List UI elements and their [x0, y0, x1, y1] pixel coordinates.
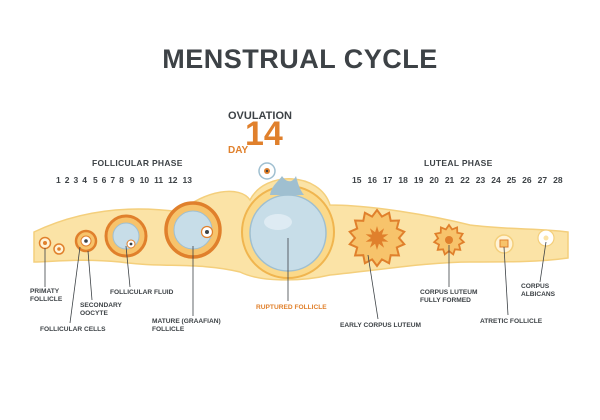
label-corpus-luteum-formed: CORPUS LUTEUM FULLY FORMED [420, 289, 478, 305]
day-number: 8 [119, 175, 124, 185]
day-number: 2 [64, 175, 70, 185]
ovulation-day-number: 14 [245, 115, 283, 153]
leader-line-corpus-albicans [539, 241, 547, 283]
label-ruptured-follicle: RUPTURED FOLLICLE [256, 304, 327, 311]
day-number: 15 [352, 175, 362, 185]
day-number: 19 [413, 175, 424, 185]
secondary-oocyte-icon [74, 229, 98, 253]
follicular-phase-label: FOLLICULAR PHASE [92, 158, 183, 168]
day-number: 1 [56, 175, 61, 185]
day-number: 7 [110, 175, 116, 185]
day-number: 13 [182, 175, 193, 185]
day-number: 11 [154, 175, 164, 185]
label-follicular-fluid: FOLLICULAR FLUID [110, 289, 174, 296]
label-secondary-oocyte: SECONDARY OOCYTE [80, 302, 122, 318]
day-number: 5 [92, 175, 98, 185]
leader-line-early-corpus-luteum [367, 254, 379, 320]
luteal-phase-label: LUTEAL PHASE [424, 158, 493, 168]
early-corpus-luteum-icon [348, 208, 406, 268]
primary-follicle-icon [38, 236, 65, 255]
day-number: 21 [444, 175, 455, 185]
mature-follicle-icon [164, 201, 222, 259]
label-mature-follicle: MATURE (GRAAFIAN) FOLLICLE [152, 318, 221, 334]
leader-line-atretic-follicle [503, 246, 509, 316]
day-number: 3 [73, 175, 79, 185]
label-follicular-cells: FOLLICULAR CELLS [40, 326, 106, 333]
label-early-corpus-luteum: EARLY CORPUS LUTEUM [340, 322, 421, 329]
day-number: 10 [139, 175, 150, 185]
day-number: 22 [460, 175, 470, 185]
label-primary-follicle: PRIMATY FOLLICLE [30, 288, 63, 304]
leader-line-follicular-fluid [125, 245, 131, 288]
day-number: 17 [382, 175, 393, 185]
leader-line-follicular-cells [69, 246, 81, 324]
label-atretic-follicle: ATRETIC FOLLICLE [480, 318, 543, 325]
label-corpus-albicans: CORPUS ALBICANS [521, 283, 556, 299]
day-number: 16 [367, 175, 377, 185]
day-number: 6 [101, 175, 107, 185]
day-number: 9 [129, 175, 135, 185]
ovulation-label: OVULATION [228, 110, 292, 122]
day-number: 24 [491, 175, 501, 185]
day-number: 28 [553, 175, 563, 185]
corpus-albicans-icon [537, 229, 555, 247]
luteal-day-numbers: 15 16 17 18 19 20 21 22 23 24 25 26 27 28 [352, 175, 563, 185]
day-number: 18 [398, 175, 408, 185]
ruptured-follicle-icon [241, 162, 335, 279]
leader-lines [44, 238, 547, 324]
page-title: MENSTRUAL CYCLE [162, 44, 438, 74]
day-number: 25 [506, 175, 517, 185]
day-number: 12 [168, 175, 178, 185]
leader-line-secondary-oocyte [87, 250, 93, 301]
day-number: 23 [475, 175, 486, 185]
day-number: 4 [82, 175, 87, 185]
day-number: 27 [537, 175, 548, 185]
ovulation-day-label: DAY [228, 145, 249, 156]
day-number: 26 [522, 175, 532, 185]
day-number: 20 [429, 175, 439, 185]
